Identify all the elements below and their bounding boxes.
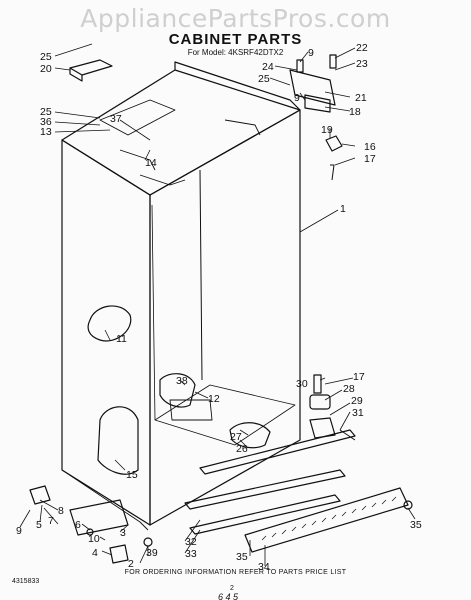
callout-15: 15 xyxy=(126,469,138,481)
callout-26: 26 xyxy=(236,443,248,455)
callout-35: 35 xyxy=(236,551,248,563)
callout-36: 36 xyxy=(40,116,52,128)
callout-32: 32 xyxy=(185,536,197,548)
callout-25: 25 xyxy=(258,73,270,85)
leader-lines xyxy=(19,43,416,566)
callout-5: 5 xyxy=(36,519,42,531)
toe-grille xyxy=(244,487,409,553)
page-number: 2 xyxy=(230,585,234,592)
rail-middle xyxy=(184,469,346,510)
callout-33: 33 xyxy=(185,548,197,560)
callout-17: 17 xyxy=(353,371,365,383)
callout-11: 11 xyxy=(116,333,127,345)
callout-10: 10 xyxy=(88,533,100,545)
callout-27: 27 xyxy=(230,431,242,443)
cabinet-divider xyxy=(199,169,203,381)
callout-19: 19 xyxy=(321,124,333,136)
callout-9: 9 xyxy=(308,47,314,59)
model-line: For Model: 4KSRF42DTX2 xyxy=(187,48,284,57)
rail-lower xyxy=(189,494,341,535)
callout-30: 30 xyxy=(296,378,308,390)
callout-1: 1 xyxy=(340,203,346,215)
callout-2: 2 xyxy=(128,558,134,570)
callout-17: 17 xyxy=(364,153,376,165)
callout-24: 24 xyxy=(262,61,274,73)
watermark: AppliancePartsPros.com xyxy=(80,4,391,33)
callout-8: 8 xyxy=(58,505,64,517)
callout-28: 28 xyxy=(343,383,355,395)
callout-4: 4 xyxy=(92,547,98,559)
callout-29: 29 xyxy=(351,395,363,407)
callout-23: 23 xyxy=(356,58,368,70)
callout-31: 31 xyxy=(352,407,364,419)
callout-14: 14 xyxy=(145,157,157,169)
grille-hatching xyxy=(261,496,397,541)
cabinet-side-outline xyxy=(149,109,301,526)
callout-37: 37 xyxy=(110,113,122,125)
ordering-note: FOR ORDERING INFORMATION REFER TO PARTS … xyxy=(124,569,347,576)
callout-39: 39 xyxy=(146,547,158,559)
callout-9: 9 xyxy=(294,92,300,104)
rail-upper xyxy=(199,429,356,475)
callout-13: 13 xyxy=(40,126,52,138)
callout-7: 7 xyxy=(48,515,54,527)
callout-25: 25 xyxy=(40,51,52,63)
callout-21: 21 xyxy=(355,92,367,104)
document-number: 4315833 xyxy=(12,578,40,585)
callout-12: 12 xyxy=(208,393,220,405)
callout-22: 22 xyxy=(356,42,368,54)
callout-34: 34 xyxy=(258,561,270,573)
cabinet-top-outline xyxy=(61,69,301,196)
callout-25: 25 xyxy=(40,106,52,118)
callout-18: 18 xyxy=(349,106,361,118)
callout-38: 38 xyxy=(176,375,188,387)
callout-16: 16 xyxy=(364,141,376,153)
callout-6: 6 xyxy=(75,519,81,531)
diagram-title: CABINET PARTS xyxy=(168,31,303,48)
callout-3: 3 xyxy=(120,527,126,539)
cabinet-top-rear xyxy=(174,61,301,111)
callout-9: 9 xyxy=(16,525,22,537)
callout-20: 20 xyxy=(40,63,52,75)
callout-35: 35 xyxy=(410,519,422,531)
page-mark: 6 4 5 xyxy=(218,592,239,600)
